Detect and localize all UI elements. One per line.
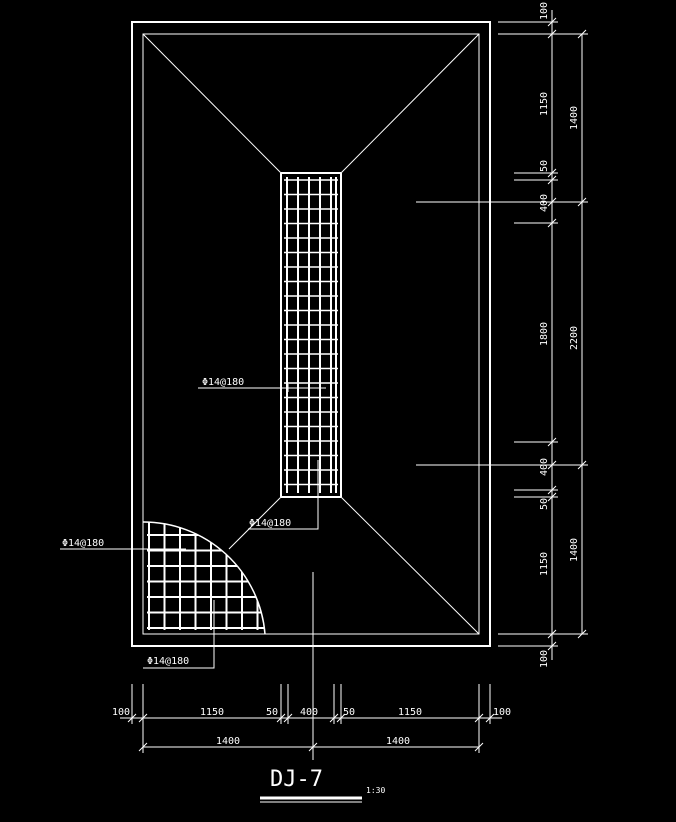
slab-rebar-detail xyxy=(142,521,266,635)
leader-slab-bottom xyxy=(143,600,215,669)
svg-text:1400: 1400 xyxy=(386,736,410,747)
svg-text:50: 50 xyxy=(343,707,355,718)
svg-text:1150: 1150 xyxy=(200,707,224,718)
svg-text:1150: 1150 xyxy=(539,552,550,576)
bottom-dimension-labels: 100 1150 50 400 50 1150 100 1400 1400 xyxy=(112,707,511,747)
label-column-horizontal: Φ14@180 xyxy=(249,518,291,529)
drawing-scale: 1:30 xyxy=(366,786,385,795)
leader-column-horizontal xyxy=(248,460,319,530)
slope-line-bl xyxy=(228,496,282,550)
label-slab-bottom: Φ14@180 xyxy=(147,656,189,667)
svg-text:400: 400 xyxy=(539,458,550,476)
svg-text:400: 400 xyxy=(539,194,550,212)
footing-outline-inner xyxy=(142,33,480,635)
right-dimension-chain xyxy=(498,10,588,660)
bottom-dimension-chain xyxy=(120,684,502,753)
label-column-vertical: Φ14@180 xyxy=(202,377,244,388)
svg-text:100: 100 xyxy=(493,707,511,718)
svg-text:100: 100 xyxy=(539,2,550,20)
svg-text:100: 100 xyxy=(112,707,130,718)
svg-text:1150: 1150 xyxy=(398,707,422,718)
drawing-title: DJ-7 xyxy=(270,767,323,792)
footing-outline-outer xyxy=(131,21,491,647)
slope-line-br xyxy=(340,496,480,635)
svg-text:1400: 1400 xyxy=(569,106,580,130)
svg-text:2200: 2200 xyxy=(569,326,580,350)
svg-text:50: 50 xyxy=(539,498,550,510)
slope-line-tl xyxy=(142,33,282,174)
svg-text:50: 50 xyxy=(539,160,550,172)
column-rebar-cage xyxy=(280,172,342,498)
svg-text:1400: 1400 xyxy=(216,736,240,747)
svg-text:50: 50 xyxy=(266,707,278,718)
svg-text:400: 400 xyxy=(300,707,318,718)
svg-text:1150: 1150 xyxy=(539,92,550,116)
right-dimension-labels: 100 1150 50 400 1800 400 50 1150 100 140… xyxy=(539,2,580,668)
svg-text:100: 100 xyxy=(539,650,550,668)
label-slab-left: Φ14@180 xyxy=(62,538,104,549)
svg-text:1800: 1800 xyxy=(539,322,550,346)
slope-line-tr xyxy=(340,33,480,174)
svg-text:1400: 1400 xyxy=(569,538,580,562)
